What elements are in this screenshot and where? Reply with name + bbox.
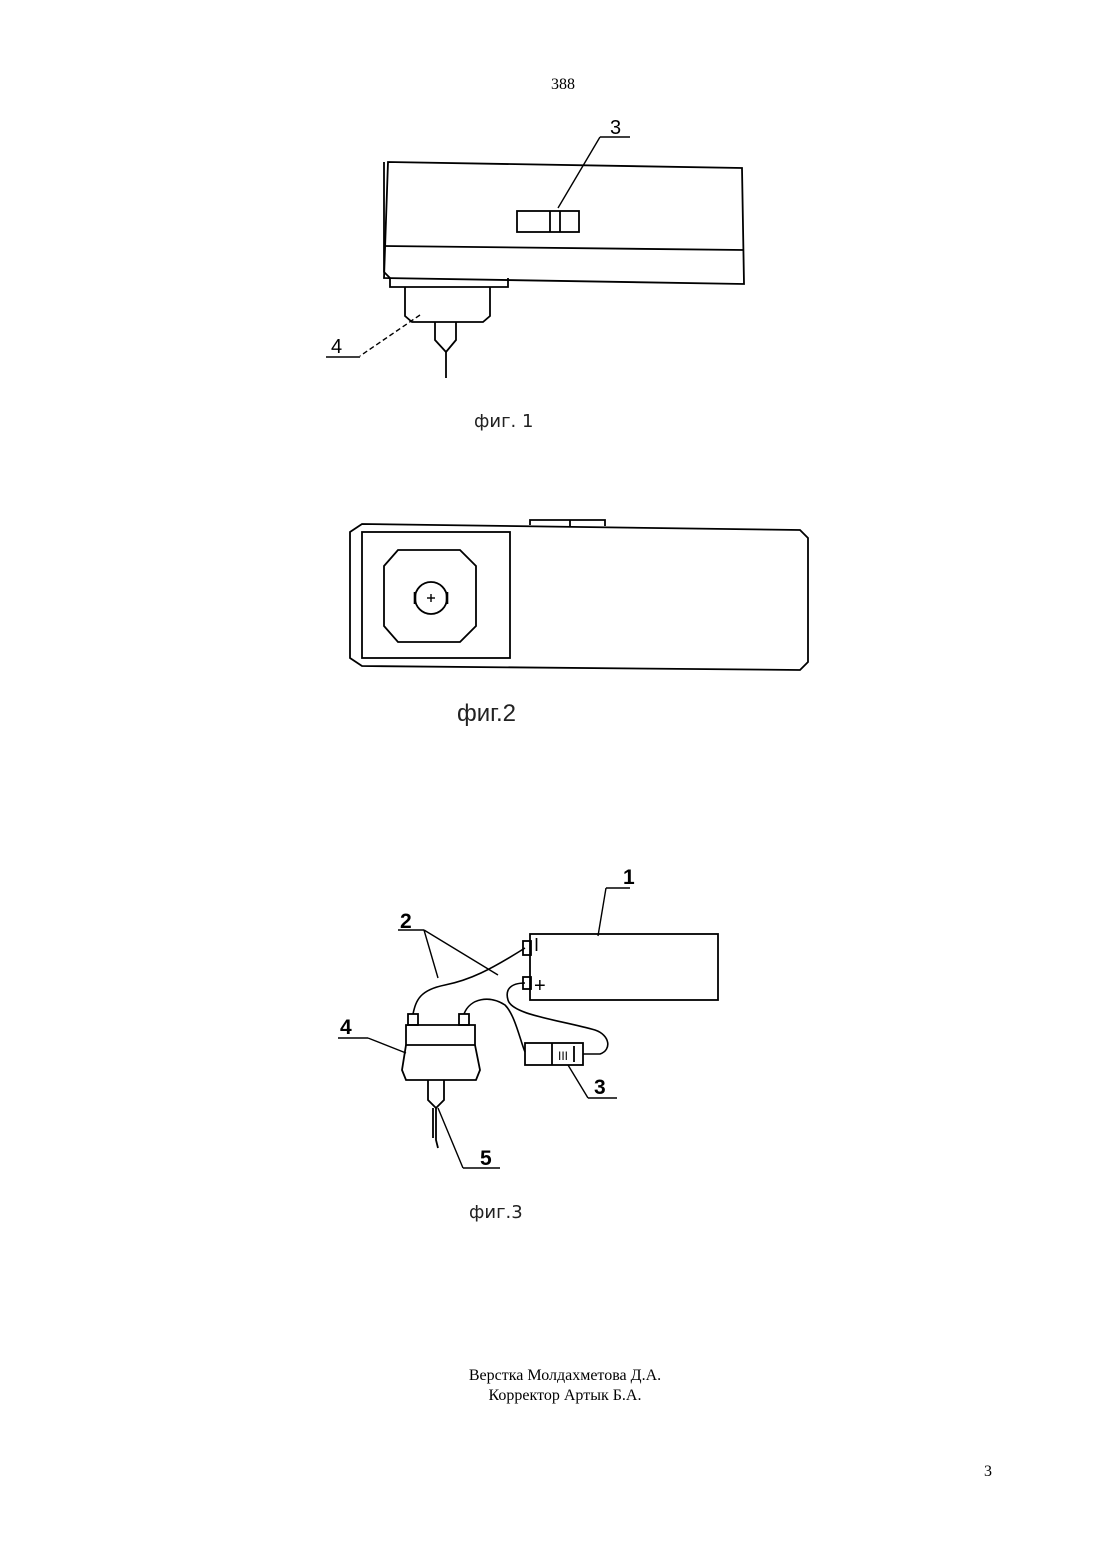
fig3-callout-4: 4 <box>340 1016 352 1039</box>
proof-credit: Корректор Артык Б.А. <box>400 1386 730 1406</box>
fig1-callout-3: 3 <box>610 117 621 139</box>
figure-3-drawing: I + III 1 2 3 4 5 <box>320 850 780 1190</box>
fig3-terminal-neg: I <box>534 935 539 955</box>
fig3-callout-3: 3 <box>594 1076 606 1099</box>
figure-1: 3 4 <box>310 100 790 400</box>
figure-3: I + III 1 2 3 4 5 <box>320 850 780 1190</box>
figure-2 <box>340 512 820 682</box>
figure-1-drawing: 3 4 <box>310 100 790 400</box>
fig3-callout-2: 2 <box>400 910 412 933</box>
fig3-switch-label: III <box>558 1049 568 1063</box>
figure-3-caption: фиг.3 <box>469 1202 523 1223</box>
header-page-label: 388 <box>540 76 586 94</box>
layout-credit: Верстка Молдахметова Д.А. <box>400 1366 730 1386</box>
figure-2-caption: фиг.2 <box>457 700 516 728</box>
footer-credits: Верстка Молдахметова Д.А. Корректор Арты… <box>400 1366 730 1406</box>
fig3-terminal-pos: + <box>534 975 546 997</box>
page-number: 3 <box>984 1463 992 1481</box>
figure-2-drawing <box>340 512 820 682</box>
fig1-callout-4: 4 <box>331 336 342 358</box>
figure-1-caption: фиг. 1 <box>474 411 533 432</box>
fig3-callout-5: 5 <box>480 1147 492 1170</box>
fig3-callout-1: 1 <box>623 866 635 889</box>
